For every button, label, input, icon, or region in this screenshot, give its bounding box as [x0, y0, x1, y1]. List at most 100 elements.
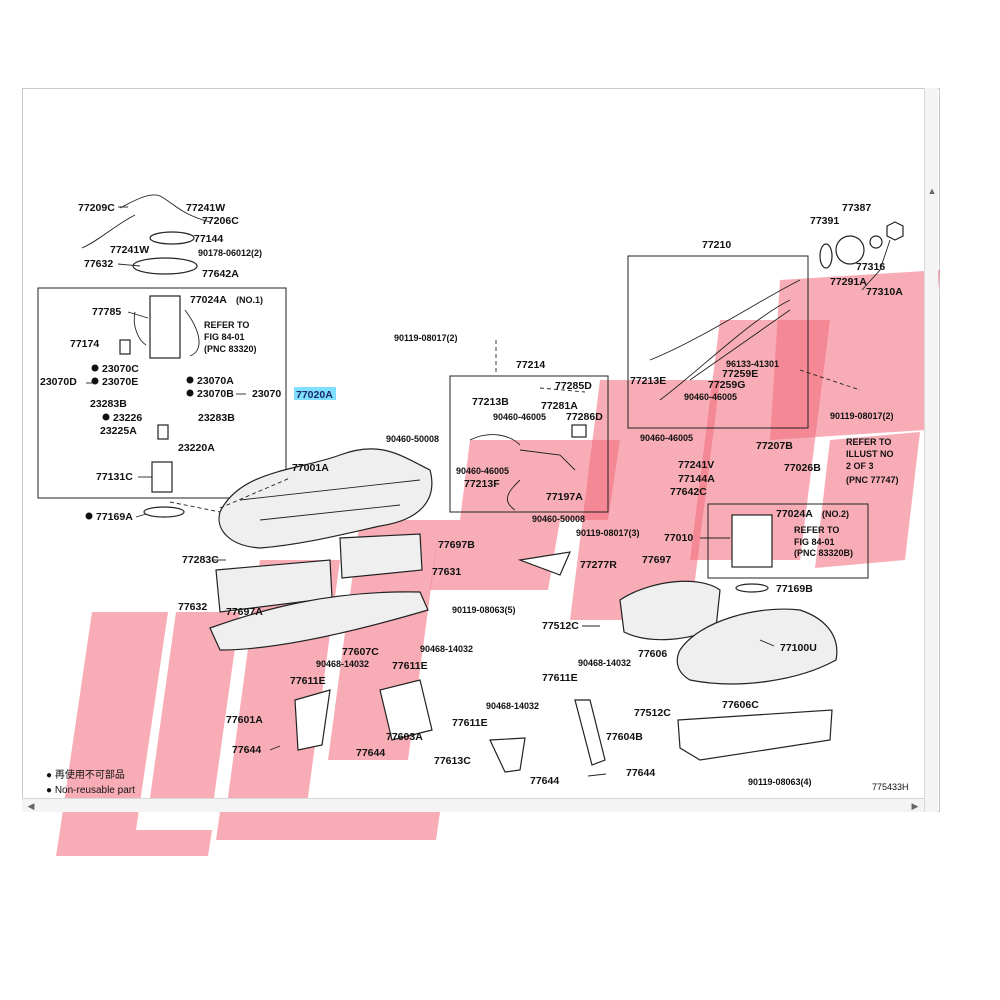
label-23070E[interactable]: 23070E: [102, 376, 138, 388]
label-77291A[interactable]: 77291A: [830, 276, 867, 288]
label-77010[interactable]: 77010: [664, 532, 693, 544]
label-77601A[interactable]: 77601A: [226, 714, 263, 726]
scroll-right-icon[interactable]: ▶: [911, 801, 919, 811]
label-77316[interactable]: 77316: [856, 261, 885, 273]
label-23225A[interactable]: 23225A: [100, 425, 137, 437]
label-77241V[interactable]: 77241V: [678, 459, 714, 471]
label-77642A[interactable]: 77642A: [202, 268, 239, 280]
refer2-line2[interactable]: ILLUST NO: [846, 449, 894, 459]
label-77001A[interactable]: 77001A: [292, 462, 329, 474]
scroll-left-icon[interactable]: ◀: [27, 801, 35, 811]
label-77197A[interactable]: 77197A: [546, 491, 583, 503]
label-77644-a[interactable]: 77644: [232, 744, 261, 756]
label-90468-14032-c[interactable]: 90468-14032: [578, 658, 631, 668]
label-23283B-a[interactable]: 23283B: [90, 398, 127, 410]
label-77210[interactable]: 77210: [702, 239, 731, 251]
label-77512C-a[interactable]: 77512C: [542, 620, 579, 632]
label-77644-d[interactable]: 77644: [626, 767, 655, 779]
label-77259G[interactable]: 77259G: [708, 379, 745, 391]
label-23283B-b[interactable]: 23283B: [198, 412, 235, 424]
label-77604B[interactable]: 77604B: [606, 731, 643, 743]
label-90460-46005-a[interactable]: 90460-46005: [493, 412, 546, 422]
scroll-up-icon[interactable]: ▲: [927, 186, 937, 196]
label-77209C[interactable]: 77209C: [78, 202, 115, 214]
label-77144[interactable]: 77144: [194, 233, 223, 245]
label-77214[interactable]: 77214: [516, 359, 545, 371]
horizontal-scrollbar[interactable]: ◀ ▶: [22, 798, 924, 812]
refer3-line2[interactable]: FIG 84-01: [794, 537, 835, 547]
label-90460-46005-d[interactable]: 90460-46005: [684, 392, 737, 402]
label-77024A-2[interactable]: 77024A: [776, 508, 813, 520]
label-90468-14032-d[interactable]: 90468-14032: [486, 701, 539, 711]
label-90460-46005-b[interactable]: 90460-46005: [456, 466, 509, 476]
label-90468-14032-b[interactable]: 90468-14032: [316, 659, 369, 669]
label-77387[interactable]: 77387: [842, 202, 871, 214]
label-77611E-b[interactable]: 77611E: [392, 660, 428, 672]
label-77283C[interactable]: 77283C: [182, 554, 219, 566]
label-77024A-1[interactable]: 77024A: [190, 294, 227, 306]
label-77285D[interactable]: 77285D: [555, 380, 592, 392]
label-77697B[interactable]: 77697B: [438, 539, 475, 551]
label-23070[interactable]: 23070: [252, 388, 281, 400]
label-no1: (NO.1): [236, 295, 263, 305]
label-77644-b[interactable]: 77644: [356, 747, 385, 759]
label-90468-14032-a[interactable]: 90468-14032: [420, 644, 473, 654]
label-77611E-c[interactable]: 77611E: [542, 672, 578, 684]
label-90460-46005-c[interactable]: 90460-46005: [640, 433, 693, 443]
label-77100U[interactable]: 77100U: [780, 642, 817, 654]
label-23070A[interactable]: 23070A: [197, 375, 234, 387]
label-90119-08063-4[interactable]: 90119-08063(4): [748, 777, 812, 787]
refer1-line2[interactable]: FIG 84-01: [204, 332, 245, 342]
label-77241W[interactable]: 77241W: [186, 202, 225, 214]
label-90460-50008-a[interactable]: 90460-50008: [386, 434, 439, 444]
label-77391[interactable]: 77391: [810, 215, 839, 227]
label-23220A[interactable]: 23220A: [178, 442, 215, 454]
label-90119-08063-5[interactable]: 90119-08063(5): [452, 605, 516, 615]
label-77697[interactable]: 77697: [642, 554, 671, 566]
label-23226[interactable]: 23226: [113, 412, 142, 424]
label-77213F[interactable]: 77213F: [464, 478, 500, 490]
label-77613C[interactable]: 77613C: [434, 755, 471, 767]
label-77603A[interactable]: 77603A: [386, 731, 423, 743]
label-77611E-d[interactable]: 77611E: [452, 717, 488, 729]
label-23070D[interactable]: 23070D: [40, 376, 77, 388]
label-77512C-b[interactable]: 77512C: [634, 707, 671, 719]
label-23070C[interactable]: 23070C: [102, 363, 139, 375]
label-77606[interactable]: 77606: [638, 648, 667, 660]
label-77169B[interactable]: 77169B: [776, 583, 813, 595]
label-77286D[interactable]: 77286D: [566, 411, 603, 423]
label-77785[interactable]: 77785: [92, 306, 121, 318]
label-77632-b[interactable]: 77632: [178, 601, 207, 613]
label-77697A[interactable]: 77697A: [226, 606, 263, 618]
label-77026B[interactable]: 77026B: [784, 462, 821, 474]
label-77241W-b[interactable]: 77241W: [110, 244, 149, 256]
label-77144A[interactable]: 77144A: [678, 473, 715, 485]
label-77631[interactable]: 77631: [432, 566, 461, 578]
label-77281A[interactable]: 77281A: [541, 400, 578, 412]
label-23070B[interactable]: 23070B: [197, 388, 234, 400]
label-77213E[interactable]: 77213E: [630, 375, 666, 387]
label-90119-08017-2b[interactable]: 90119-08017(2): [830, 411, 894, 421]
label-77206C[interactable]: 77206C: [202, 215, 239, 227]
label-77607C[interactable]: 77607C: [342, 646, 379, 658]
label-77611E-a[interactable]: 77611E: [290, 675, 326, 687]
label-77169A[interactable]: 77169A: [96, 511, 133, 523]
label-90460-50008-b[interactable]: 90460-50008: [532, 514, 585, 524]
label-77642C[interactable]: 77642C: [670, 486, 707, 498]
label-90178[interactable]: 90178-06012(2): [198, 248, 262, 258]
vertical-scrollbar[interactable]: ▲: [924, 88, 938, 812]
label-77174[interactable]: 77174: [70, 338, 99, 350]
label-77606C[interactable]: 77606C: [722, 699, 759, 711]
label-77310A[interactable]: 77310A: [866, 286, 903, 298]
label-77213B[interactable]: 77213B: [472, 396, 509, 408]
label-77020A[interactable]: 77020A: [296, 389, 333, 401]
label-77632[interactable]: 77632: [84, 258, 113, 270]
label-77131C[interactable]: 77131C: [96, 471, 133, 483]
label-96133[interactable]: 96133-41301: [726, 359, 779, 369]
label-77277R[interactable]: 77277R: [580, 559, 617, 571]
label-77207B[interactable]: 77207B: [756, 440, 793, 452]
label-77259E[interactable]: 77259E: [722, 368, 758, 380]
label-77644-c[interactable]: 77644: [530, 775, 559, 787]
label-90119-08017-3[interactable]: 90119-08017(3): [576, 528, 640, 538]
label-90119-top[interactable]: 90119-08017(2): [394, 333, 458, 343]
